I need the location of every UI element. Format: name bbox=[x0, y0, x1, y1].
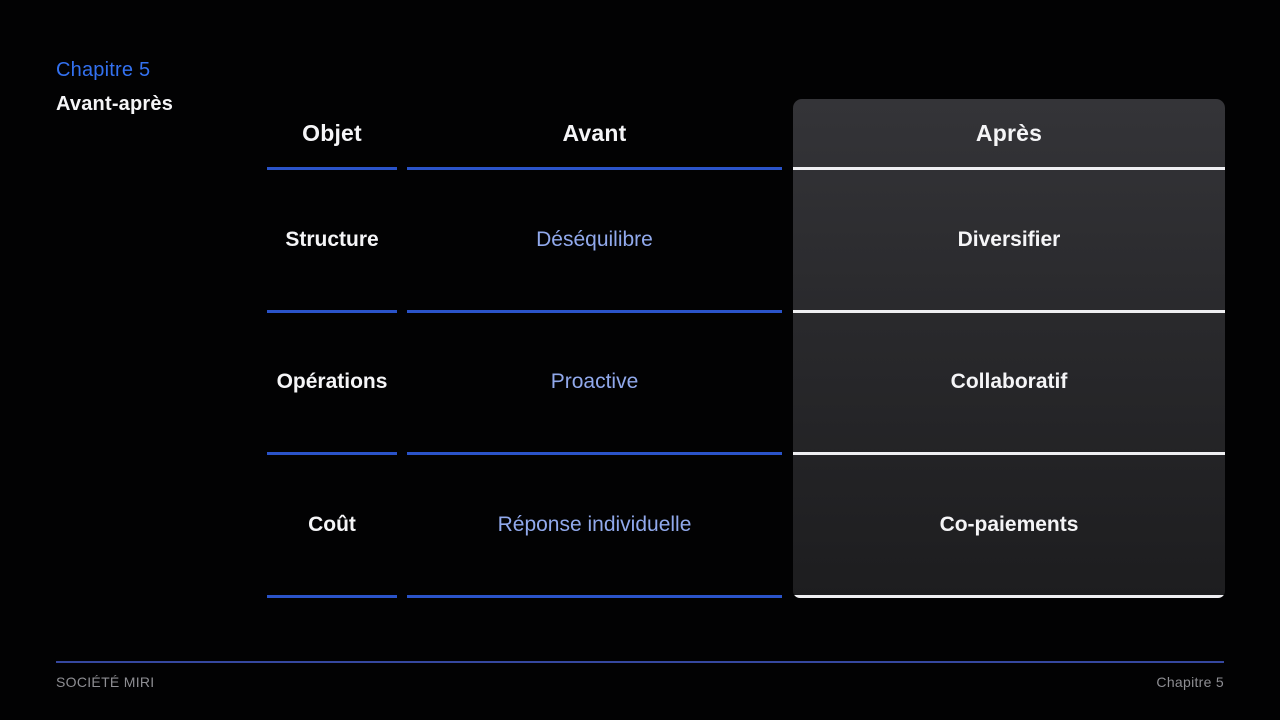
footer-chapter-label: Chapitre 5 bbox=[1156, 674, 1224, 690]
column-objet: Objet Structure Opérations Coût bbox=[267, 99, 397, 598]
cell-objet-structure: Structure bbox=[267, 170, 397, 313]
chapter-eyebrow: Chapitre 5 bbox=[56, 59, 151, 81]
title-block: Chapitre 5 Avant-après bbox=[56, 59, 173, 116]
cell-apres-structure: Diversifier bbox=[793, 170, 1225, 313]
column-apres-card: Après Diversifier Collaboratif Co-paieme… bbox=[793, 99, 1225, 598]
cell-avant-cout: Réponse individuelle bbox=[407, 455, 782, 598]
footer-company-label: SOCIÉTÉ MIRI bbox=[56, 674, 155, 690]
column-header-avant: Avant bbox=[407, 99, 782, 170]
cell-apres-operations: Collaboratif bbox=[793, 313, 1225, 456]
column-header-objet: Objet bbox=[267, 99, 397, 170]
cell-objet-cout: Coût bbox=[267, 455, 397, 598]
cell-objet-operations: Opérations bbox=[267, 313, 397, 456]
slide-title: Avant-après bbox=[56, 93, 174, 115]
column-header-apres: Après bbox=[793, 99, 1225, 170]
cell-avant-structure: Déséquilibre bbox=[407, 170, 782, 313]
cell-apres-cout: Co-paiements bbox=[793, 455, 1225, 598]
cell-avant-operations: Proactive bbox=[407, 313, 782, 456]
column-avant: Avant Déséquilibre Proactive Réponse ind… bbox=[407, 99, 782, 598]
footer-divider bbox=[56, 661, 1224, 663]
